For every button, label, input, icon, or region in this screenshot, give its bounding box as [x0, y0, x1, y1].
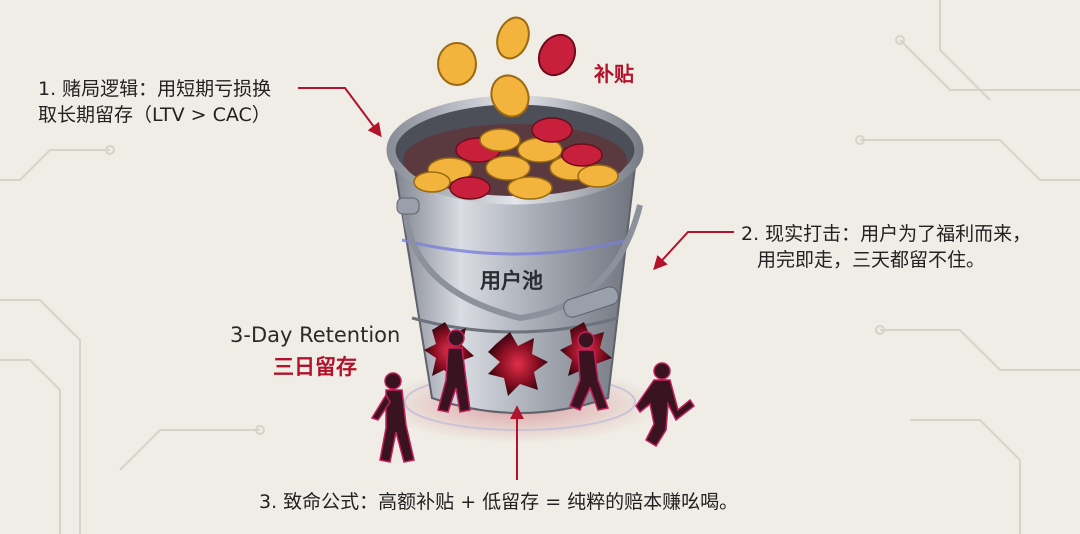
gamble-note-line2: 取长期留存（LTV > CAC）	[38, 102, 271, 128]
user-silhouette-4	[636, 363, 694, 446]
formula-note: 3. 致命公式：高额补贴 + 低留存 = 纯粹的赔本赚吆喝。	[259, 489, 738, 515]
arrow-reality	[655, 232, 734, 268]
arrow-gamble	[298, 88, 380, 135]
subsidy-label: 补贴	[594, 58, 634, 87]
handle-lug-left	[397, 198, 419, 214]
retention-zh-label: 三日留存	[273, 351, 357, 381]
reality-note-line2: 用完即走，三天都留不住。	[757, 247, 985, 273]
reality-note-line1: 2. 现实打击：用户为了福利而来，	[741, 221, 1031, 247]
gamble-note-line1: 1. 赌局逻辑：用短期亏损换	[38, 76, 271, 102]
pool-label: 用户池	[480, 265, 543, 295]
retention-en-label: 3-Day Retention	[230, 323, 400, 347]
